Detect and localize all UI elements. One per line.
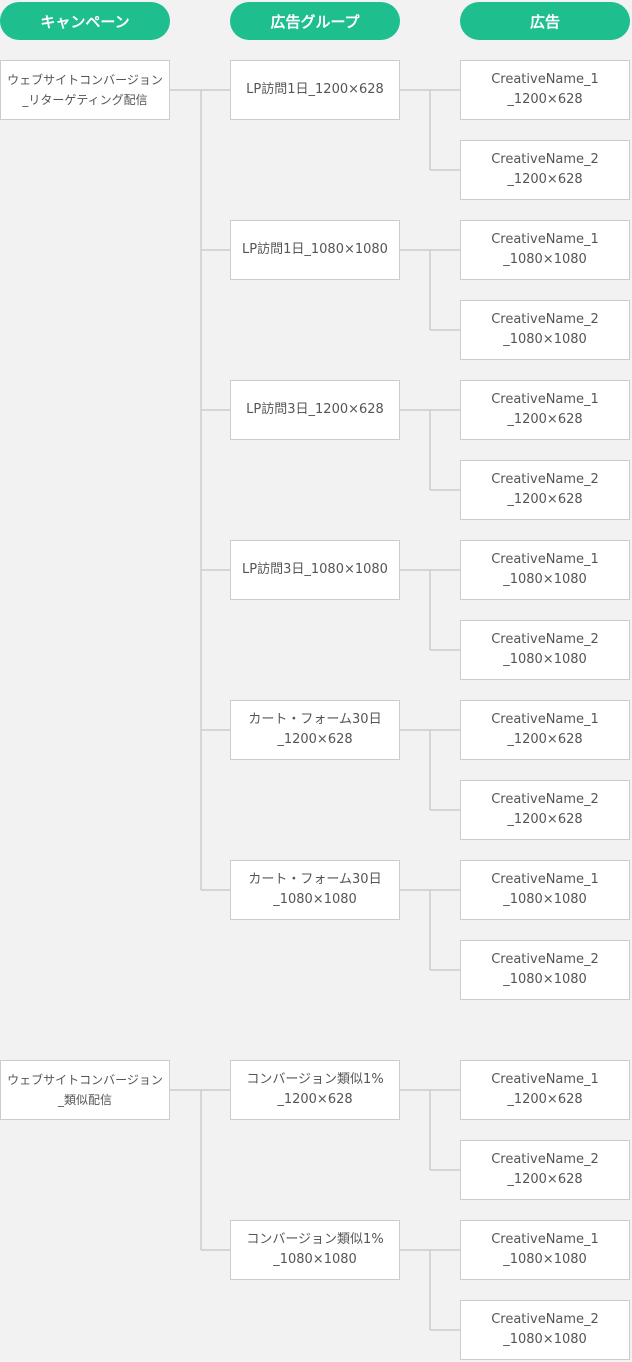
ad-box-label: CreativeName_1: [491, 392, 599, 407]
adgroup-box: カート・フォーム30日 _1080×1080: [230, 860, 400, 920]
adgroup-box-label: カート・フォーム30日: [248, 712, 382, 727]
adgroup-box-label: _1200×628: [277, 732, 353, 747]
ad-box-label: CreativeName_1: [491, 712, 599, 727]
ad-box: CreativeName_2 _1080×1080: [460, 300, 630, 360]
ad-box: CreativeName_2 _1080×1080: [460, 620, 630, 680]
adgroup-box: コンバージョン類似1% _1080×1080: [230, 1220, 400, 1280]
adgroup-box: LP訪問3日_1080×1080: [230, 540, 400, 600]
ad-box-label: _1080×1080: [503, 332, 587, 347]
ad-box-label: CreativeName_2: [491, 152, 599, 167]
ad-box: CreativeName_2 _1080×1080: [460, 940, 630, 1000]
ad-box: CreativeName_1 _1080×1080: [460, 1220, 630, 1280]
ad-box-label: _1080×1080: [503, 1252, 587, 1267]
ad-box-label: CreativeName_1: [491, 1232, 599, 1247]
ad-box: CreativeName_1 _1080×1080: [460, 220, 630, 280]
ad-box: CreativeName_2 _1200×628: [460, 140, 630, 200]
adgroup-box: LP訪問1日_1200×628: [230, 60, 400, 120]
campaign-box-label: ウェブサイトコンバージョン: [7, 73, 163, 87]
ad-box-label: _1080×1080: [503, 1332, 587, 1347]
ad-box-label: CreativeName_2: [491, 792, 599, 807]
campaign-box: ウェブサイトコンバージョン _リターゲティング配信: [0, 60, 170, 120]
ad-box-label: CreativeName_1: [491, 72, 599, 87]
ad-box-label: CreativeName_2: [491, 632, 599, 647]
ad-box: CreativeName_2 _1200×628: [460, 460, 630, 520]
ad-box: CreativeName_1 _1200×628: [460, 380, 630, 440]
ad-box-label: _1200×628: [507, 172, 583, 187]
header-ad: 広告: [460, 2, 630, 40]
adgroup-box-label: LP訪問1日_1080×1080: [242, 242, 388, 257]
adgroup-box: LP訪問3日_1200×628: [230, 380, 400, 440]
campaign-box-label: ウェブサイトコンバージョン: [7, 1073, 163, 1087]
adgroup-box-label: コンバージョン類似1%: [246, 1072, 384, 1087]
ad-box-label: _1200×628: [507, 812, 583, 827]
header-adgroup: 広告グループ: [230, 2, 400, 40]
ad-box-label: _1200×628: [507, 492, 583, 507]
ad-box: CreativeName_1 _1200×628: [460, 700, 630, 760]
ad-box-label: CreativeName_1: [491, 872, 599, 887]
header-campaign: キャンペーン: [0, 2, 170, 40]
ad-box: CreativeName_2 _1200×628: [460, 1140, 630, 1200]
adgroup-box-label: カート・フォーム30日: [248, 872, 382, 887]
campaign-box: ウェブサイトコンバージョン _類似配信: [0, 1060, 170, 1120]
ad-box-label: CreativeName_1: [491, 232, 599, 247]
adgroup-box-label: _1080×1080: [273, 892, 357, 907]
ad-box-label: CreativeName_2: [491, 312, 599, 327]
adgroup-box-label: LP訪問1日_1200×628: [246, 82, 384, 97]
ad-box-label: _1080×1080: [503, 652, 587, 667]
ad-box-label: _1200×628: [507, 412, 583, 427]
ad-box-label: CreativeName_1: [491, 552, 599, 567]
ad-box-label: _1200×628: [507, 92, 583, 107]
adgroup-box: コンバージョン類似1% _1200×628: [230, 1060, 400, 1120]
ad-box-label: CreativeName_2: [491, 1152, 599, 1167]
ad-box-label: CreativeName_2: [491, 472, 599, 487]
adgroup-box-label: コンバージョン類似1%: [246, 1232, 384, 1247]
campaign-box-label: _類似配信: [57, 1093, 112, 1107]
ad-box-label: CreativeName_2: [491, 952, 599, 967]
adgroup-box-label: _1080×1080: [273, 1252, 357, 1267]
ad-box: CreativeName_2 _1080×1080: [460, 1300, 630, 1360]
ad-box-label: _1200×628: [507, 1172, 583, 1187]
ad-box-label: _1200×628: [507, 1092, 583, 1107]
ad-box: CreativeName_1 _1080×1080: [460, 860, 630, 920]
adgroup-box-label: LP訪問3日_1080×1080: [242, 562, 388, 577]
adgroup-box: カート・フォーム30日 _1200×628: [230, 700, 400, 760]
adgroup-box-label: _1200×628: [277, 1092, 353, 1107]
adgroup-box-label: LP訪問3日_1200×628: [246, 402, 384, 417]
adgroup-box: LP訪問1日_1080×1080: [230, 220, 400, 280]
ad-box-label: CreativeName_2: [491, 1312, 599, 1327]
ad-box-label: CreativeName_1: [491, 1072, 599, 1087]
ad-box-label: _1200×628: [507, 732, 583, 747]
ad-box: CreativeName_1 _1200×628: [460, 1060, 630, 1120]
ad-box-label: _1080×1080: [503, 572, 587, 587]
campaign-box-label: _リターゲティング配信: [22, 93, 148, 107]
ad-box: CreativeName_2 _1200×628: [460, 780, 630, 840]
ad-box: CreativeName_1 _1080×1080: [460, 540, 630, 600]
ad-box-label: _1080×1080: [503, 892, 587, 907]
ad-box-label: _1080×1080: [503, 252, 587, 267]
ad-box: CreativeName_1 _1200×628: [460, 60, 630, 120]
ad-box-label: _1080×1080: [503, 972, 587, 987]
